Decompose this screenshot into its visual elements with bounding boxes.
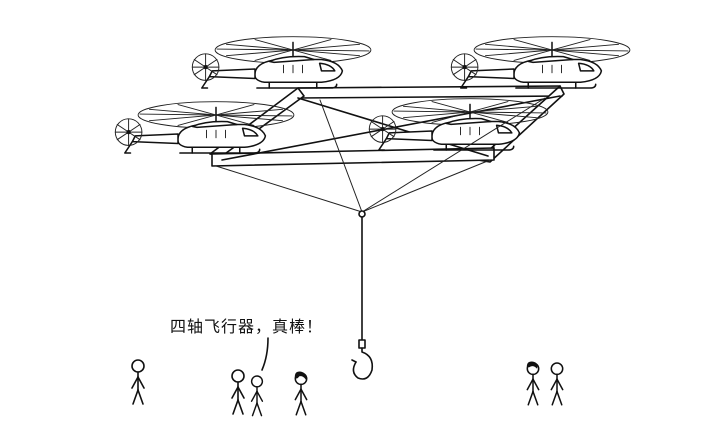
speech-text: 四轴飞行器，真棒！ <box>170 317 324 336</box>
stick-figure-icon <box>250 375 264 417</box>
speech-tail <box>261 337 269 371</box>
helicopter-back-right <box>450 35 631 89</box>
stick-figure-icon <box>294 371 308 416</box>
hook-icon <box>351 339 374 380</box>
helicopter-icon <box>114 100 295 154</box>
cables <box>215 97 546 343</box>
stick-figure-icon <box>526 361 540 406</box>
stick-figure-icon <box>131 359 145 405</box>
helicopter-icon <box>191 35 372 89</box>
helicopter-front-left <box>114 100 295 154</box>
helicopter-icon <box>450 35 631 89</box>
stick-figure-icon <box>550 362 564 406</box>
helicopter-back-left <box>191 35 372 89</box>
stick-figure-icon <box>231 369 245 415</box>
